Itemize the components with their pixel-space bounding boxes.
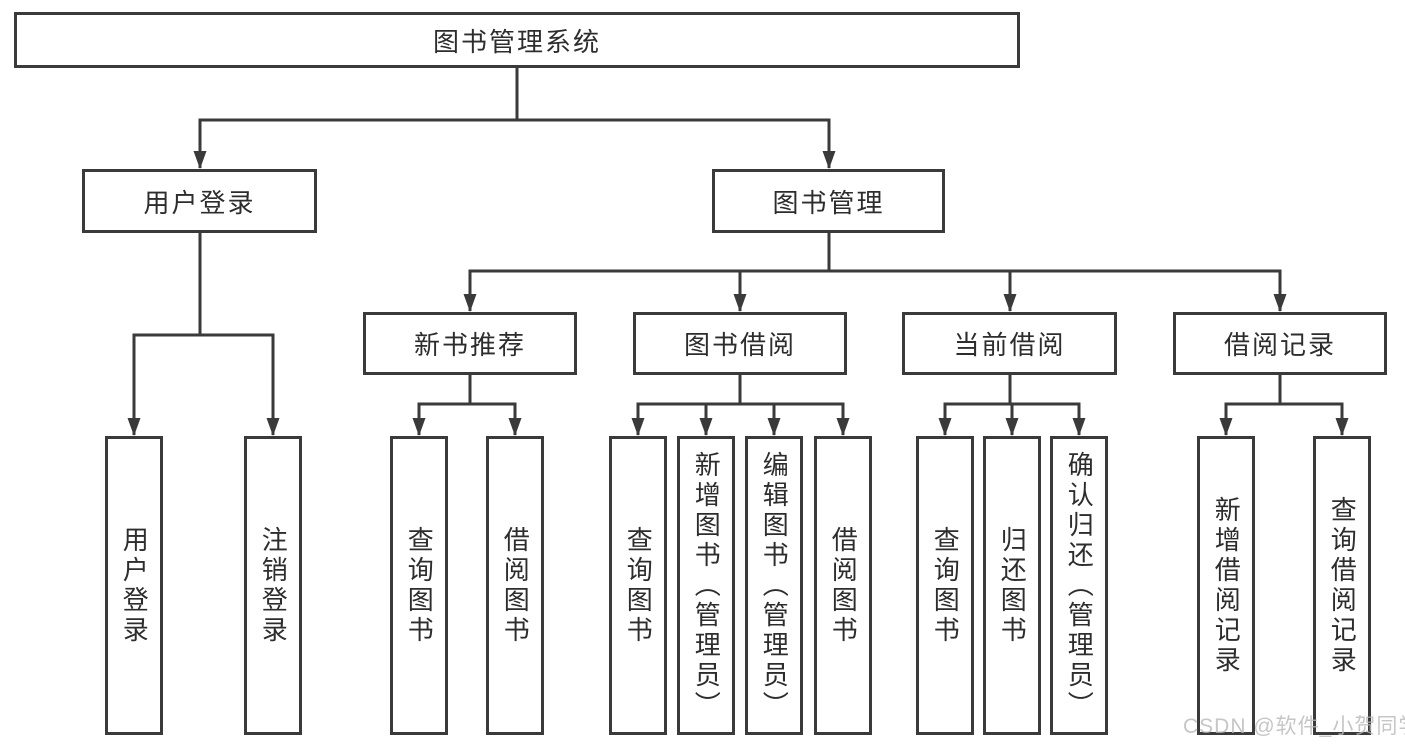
- leaf-add-book-admin-label: 新增图书（管理员）: [691, 450, 722, 721]
- node-book-management: 图书管理: [712, 169, 945, 233]
- leaf-edit-book-admin: 编辑图书（管理员）: [745, 436, 803, 735]
- leaf-add-borrow-record: 新增借阅记录: [1197, 436, 1255, 735]
- leaf-query-books-borrow: 查询图书: [609, 436, 667, 735]
- leaf-return-book: 归还图书: [983, 436, 1041, 735]
- node-user-login: 用户登录: [82, 169, 317, 233]
- leaf-borrow-books-recommend-label: 借阅图书: [500, 525, 531, 646]
- leaf-confirm-return-admin: 确认归还（管理员）: [1050, 436, 1108, 735]
- leaf-user-login-label: 用户登录: [119, 525, 150, 646]
- leaf-query-books-recommend-label: 查询图书: [404, 525, 435, 646]
- leaf-user-login: 用户登录: [105, 436, 163, 735]
- leaf-query-books-recommend: 查询图书: [390, 436, 448, 735]
- leaf-logout: 注销登录: [244, 436, 302, 735]
- leaf-return-book-label: 归还图书: [997, 525, 1028, 646]
- node-current-borrowing-label: 当前借阅: [953, 330, 1066, 360]
- node-user-login-label: 用户登录: [143, 187, 256, 218]
- leaf-logout-label: 注销登录: [258, 525, 289, 646]
- leaf-query-borrow-record: 查询借阅记录: [1313, 436, 1371, 735]
- leaf-borrow-books: 借阅图书: [814, 436, 872, 735]
- leaf-borrow-books-recommend: 借阅图书: [486, 436, 544, 735]
- node-current-borrowing: 当前借阅: [902, 312, 1117, 375]
- node-borrowing-records: 借阅记录: [1173, 312, 1387, 375]
- leaf-borrow-books-label: 借阅图书: [828, 525, 859, 646]
- leaf-confirm-return-admin-label: 确认归还（管理员）: [1064, 450, 1095, 721]
- node-book-management-label: 图书管理: [772, 187, 885, 218]
- leaf-query-books-borrow-label: 查询图书: [623, 525, 654, 646]
- node-root-system: 图书管理系统: [14, 12, 1020, 68]
- node-new-book-recommend-label: 新书推荐: [413, 330, 526, 360]
- node-new-book-recommend: 新书推荐: [363, 312, 577, 375]
- node-book-borrowing: 图书借阅: [633, 312, 847, 375]
- node-borrowing-records-label: 借阅记录: [1223, 330, 1336, 360]
- node-book-borrowing-label: 图书借阅: [683, 330, 796, 360]
- leaf-query-borrow-record-label: 查询借阅记录: [1327, 495, 1358, 676]
- csdn-watermark: CSDN @软件_小贺同学: [1183, 715, 1405, 738]
- leaf-edit-book-admin-label: 编辑图书（管理员）: [759, 450, 790, 721]
- leaf-query-books-current: 查询图书: [916, 436, 974, 735]
- leaf-add-borrow-record-label: 新增借阅记录: [1211, 495, 1242, 676]
- leaf-query-books-current-label: 查询图书: [930, 525, 961, 646]
- node-root-label: 图书管理系统: [432, 26, 601, 57]
- leaf-add-book-admin: 新增图书（管理员）: [677, 436, 735, 735]
